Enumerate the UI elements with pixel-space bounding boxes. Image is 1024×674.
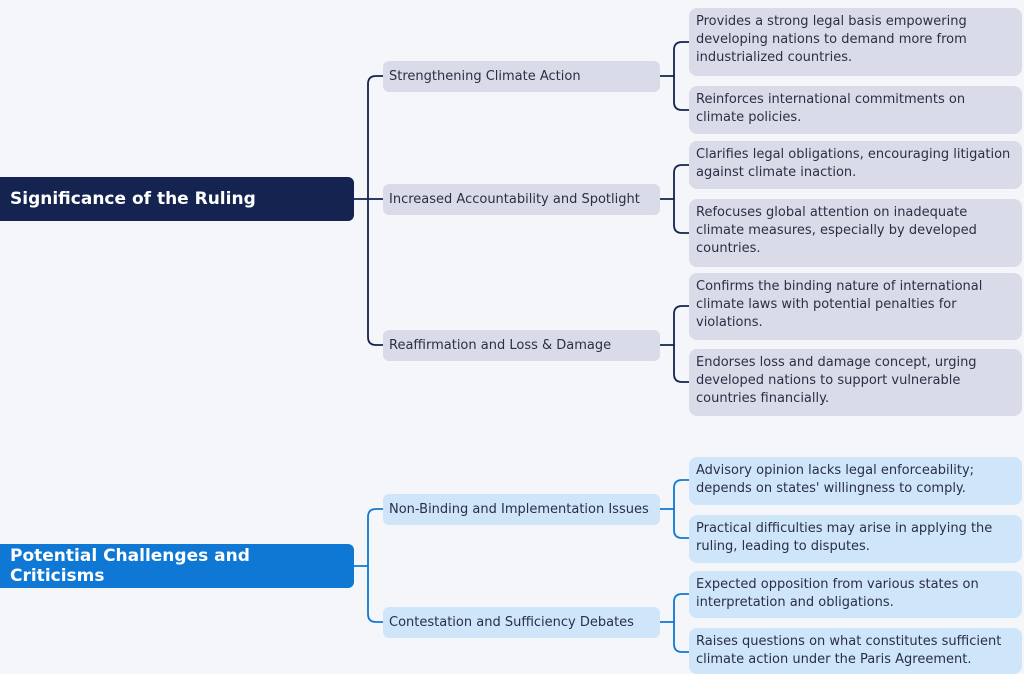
branch-node-strengthening[interactable]: Strengthening Climate Action: [383, 61, 660, 92]
leaf-node[interactable]: Reinforces international commitments on …: [689, 86, 1022, 134]
root-node-significance[interactable]: Significance of the Ruling: [0, 177, 354, 221]
branch-node-reaffirmation[interactable]: Reaffirmation and Loss & Damage: [383, 330, 660, 361]
branch-node-accountability[interactable]: Increased Accountability and Spotlight: [383, 184, 660, 215]
root-node-challenges[interactable]: Potential Challenges and Criticisms: [0, 544, 354, 588]
connector-mid-5-leaves: [673, 593, 690, 653]
leaf-node[interactable]: Practical difficulties may arise in appl…: [689, 515, 1022, 563]
leaf-node[interactable]: Provides a strong legal basis empowering…: [689, 8, 1022, 76]
leaf-node[interactable]: Endorses loss and damage concept, urging…: [689, 349, 1022, 416]
leaf-node[interactable]: Raises questions on what constitutes suf…: [689, 628, 1022, 674]
branch-node-non-binding[interactable]: Non-Binding and Implementation Issues: [383, 494, 660, 525]
branch-node-contestation[interactable]: Contestation and Sufficiency Debates: [383, 607, 660, 638]
connector-root-1-trunk: [367, 75, 384, 346]
connector-mid-1-leaves: [673, 41, 690, 111]
connector-mid-4-leaves: [673, 479, 690, 539]
connector-root-2-trunk: [367, 508, 384, 623]
leaf-node[interactable]: Confirms the binding nature of internati…: [689, 273, 1022, 340]
leaf-node[interactable]: Advisory opinion lacks legal enforceabil…: [689, 457, 1022, 505]
connector-mid-3-leaves: [673, 305, 690, 383]
leaf-node[interactable]: Refocuses global attention on inadequate…: [689, 199, 1022, 267]
leaf-node[interactable]: Clarifies legal obligations, encouraging…: [689, 141, 1022, 189]
connector-mid-2-leaves: [673, 164, 690, 234]
leaf-node[interactable]: Expected opposition from various states …: [689, 571, 1022, 618]
